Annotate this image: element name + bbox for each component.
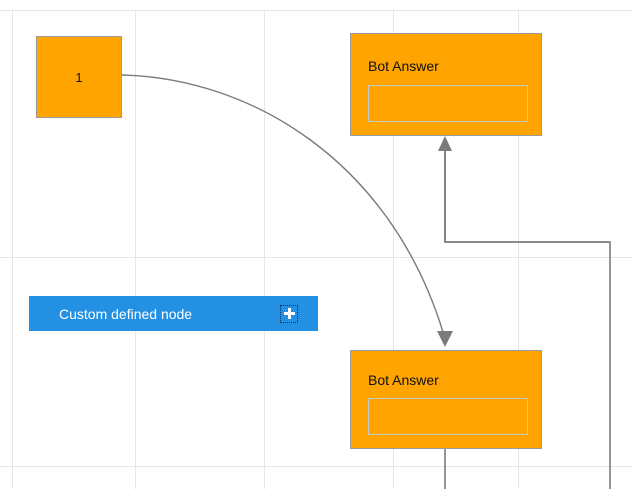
bot-answer-title: Bot Answer [368,58,439,74]
bot-answer-message-slot[interactable] [368,398,528,435]
start-node[interactable]: 1 [36,36,122,118]
custom-defined-node-label: Custom defined node [59,305,193,322]
plus-icon[interactable] [280,304,298,323]
plus-icon-vertical-bar [287,308,291,319]
bot-answer-node-top[interactable]: Bot Answer [350,33,542,136]
bot-answer-node-bottom[interactable]: Bot Answer [350,350,542,449]
bot-answer-message-slot[interactable] [368,85,528,122]
bot-answer-title: Bot Answer [368,372,439,388]
custom-defined-node[interactable]: Custom defined node [29,296,318,331]
start-node-label: 1 [75,69,83,85]
